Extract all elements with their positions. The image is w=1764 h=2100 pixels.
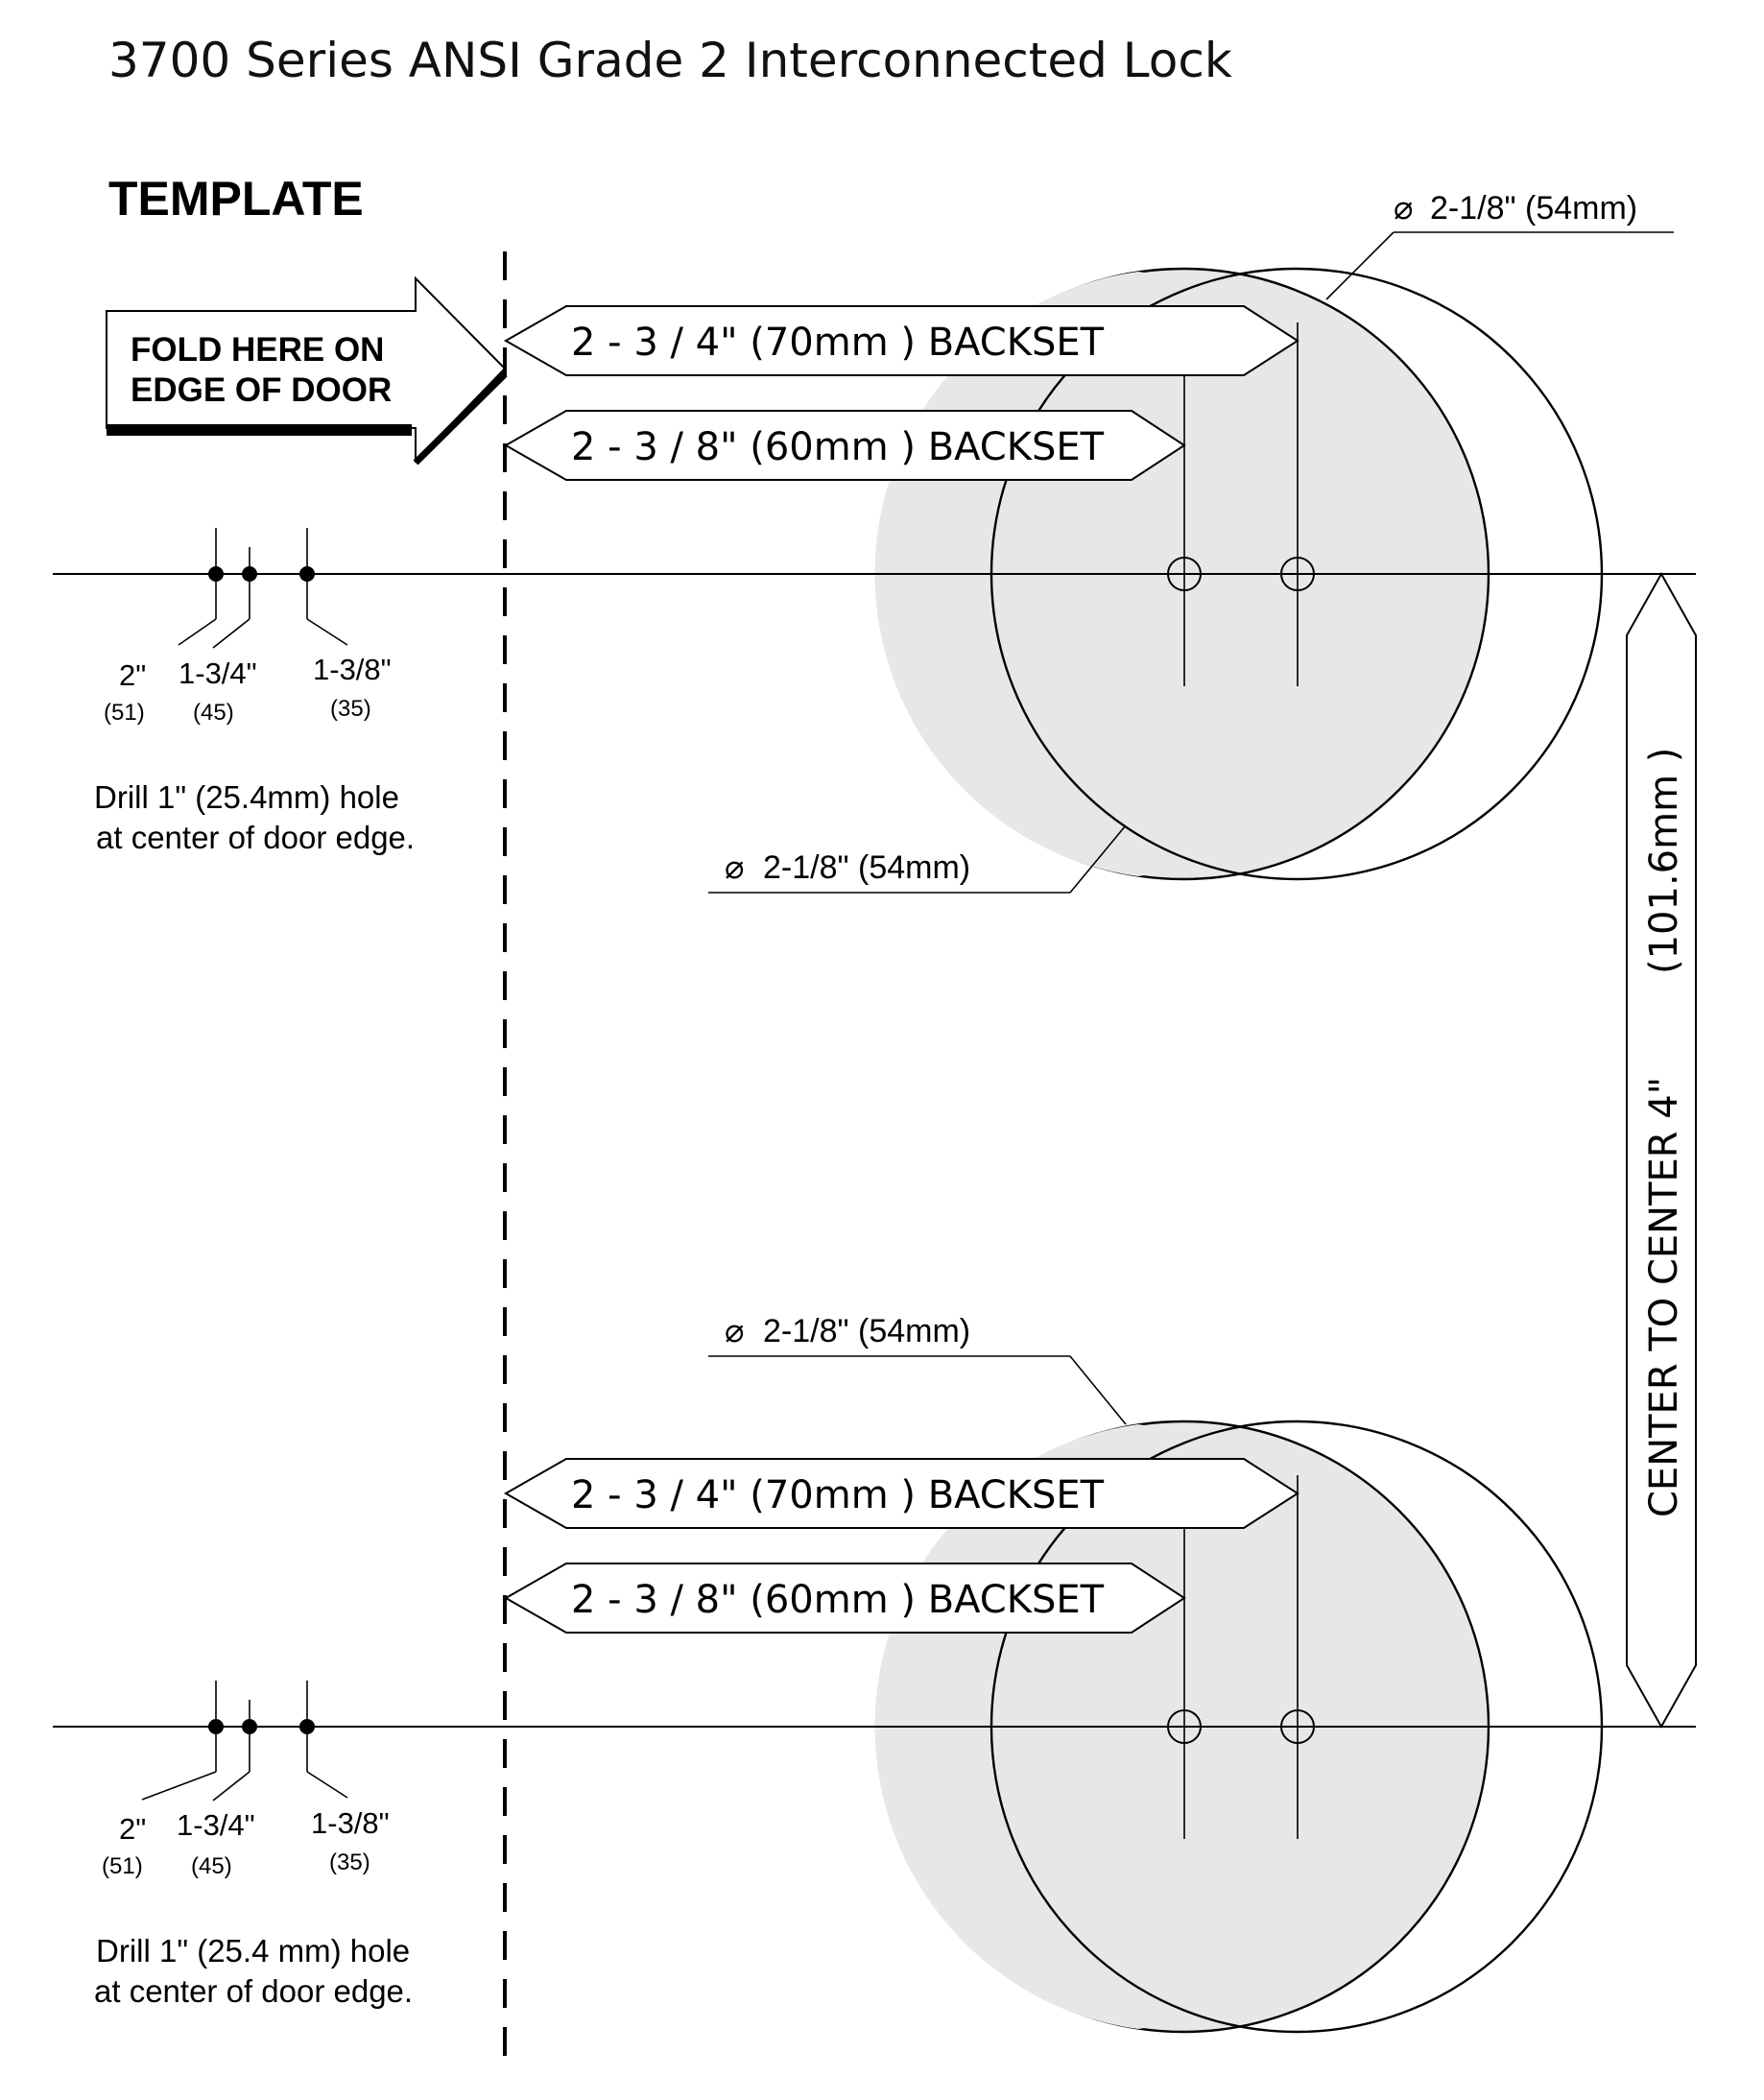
drill-note-lower-line2: at center of door edge. — [94, 1973, 413, 2009]
upper-door-thickness-marks: 2" 1-3/4" 1-3/8" (51) (45) (35) — [104, 528, 392, 726]
diameter-callout-lower: ⌀ 2-1/8" (54mm) — [708, 1313, 1127, 1425]
upper-backset-70mm: 2 - 3 / 4" (70mm ) BACKSET — [503, 305, 1299, 376]
fold-label-line1: FOLD HERE ON — [131, 331, 384, 369]
lower-center-marks — [1167, 1475, 1315, 1839]
diameter-callout-top: ⌀ 2-1/8" (54mm) — [1325, 190, 1674, 300]
backset-60mm-label: 2 - 3 / 8" (60mm ) BACKSET — [571, 1578, 1105, 1622]
backset-60mm-label: 2 - 3 / 8" (60mm ) BACKSET — [571, 425, 1105, 469]
thickness-1-3-4in: 1-3/4" — [179, 656, 257, 690]
center-mark-60mm — [1167, 1709, 1202, 1744]
thickness-51mm: (51) — [104, 700, 145, 726]
drill-note-upper-line1: Drill 1" (25.4mm) hole — [94, 779, 399, 815]
thickness-45mm: (45) — [191, 1853, 232, 1879]
diameter-label: 2-1/8" (54mm) — [763, 1313, 970, 1349]
thickness-51mm: (51) — [102, 1853, 143, 1879]
backset-70mm-label: 2 - 3 / 4" (70mm ) BACKSET — [571, 1473, 1105, 1517]
center-mark-60mm — [1167, 557, 1202, 591]
fold-here-arrow: FOLD HERE ON EDGE OF DOOR — [106, 275, 508, 465]
template-label: TEMPLATE — [108, 172, 364, 226]
center-to-center-dimension: CENTER TO CENTER 4" (101.6mm ) — [1626, 571, 1697, 1730]
thickness-1-3-8in: 1-3/8" — [311, 1806, 390, 1840]
backset-70mm-label: 2 - 3 / 4" (70mm ) BACKSET — [571, 321, 1105, 365]
thickness-2in: 2" — [119, 658, 146, 692]
thickness-45mm: (45) — [193, 700, 234, 726]
diameter-symbol: ⌀ — [1394, 190, 1413, 227]
center-to-center-label: CENTER TO CENTER 4" — [1642, 1077, 1686, 1517]
diameter-label: 2-1/8" (54mm) — [763, 849, 970, 886]
thickness-1-3-4in: 1-3/4" — [177, 1808, 255, 1842]
thickness-2in: 2" — [119, 1812, 146, 1846]
drill-note-upper-line2: at center of door edge. — [96, 820, 415, 855]
lower-backset-60mm: 2 - 3 / 8" (60mm ) BACKSET — [503, 1563, 1186, 1634]
drill-note-lower-line1: Drill 1" (25.4 mm) hole — [96, 1933, 410, 1969]
upper-backset-60mm: 2 - 3 / 8" (60mm ) BACKSET — [503, 410, 1186, 481]
diameter-symbol: ⌀ — [725, 849, 744, 886]
thickness-35mm: (35) — [329, 1849, 370, 1875]
thickness-1-3-8in: 1-3/8" — [313, 653, 392, 686]
fold-label-line2: EDGE OF DOOR — [131, 371, 392, 409]
lower-backset-70mm: 2 - 3 / 4" (70mm ) BACKSET — [503, 1458, 1299, 1529]
page-title: 3700 Series ANSI Grade 2 Interconnected … — [108, 33, 1232, 88]
thickness-35mm: (35) — [330, 696, 371, 722]
diameter-symbol: ⌀ — [725, 1313, 744, 1349]
center-mark-70mm — [1280, 557, 1315, 591]
diameter-callout-middle: ⌀ 2-1/8" (54mm) — [708, 824, 1127, 894]
center-mark-70mm — [1280, 1709, 1315, 1744]
upper-center-marks — [1167, 322, 1315, 686]
center-to-center-mm: (101.6mm ) — [1642, 748, 1686, 974]
lower-door-thickness-marks: 2" 1-3/4" 1-3/8" (51) (45) (35) — [102, 1681, 390, 1879]
diameter-label: 2-1/8" (54mm) — [1430, 190, 1637, 227]
